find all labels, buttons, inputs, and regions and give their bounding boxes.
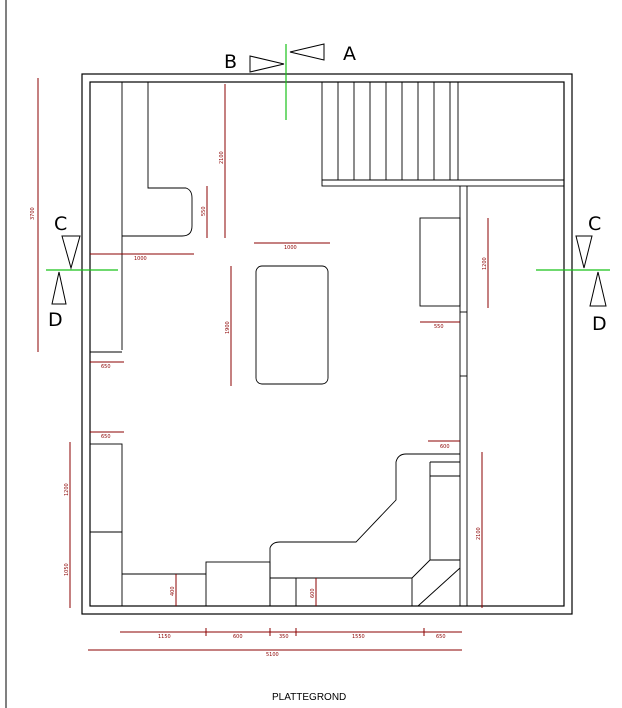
plan-title: PLATTEGROND — [272, 692, 346, 703]
section-label-c-left: C — [54, 213, 67, 235]
dim-left-counter-depth-b: 650 — [101, 434, 111, 440]
dimension-lines — [37, 78, 489, 651]
dim-counter-depth: 1000 — [134, 256, 147, 262]
dim-island-width: 1000 — [284, 245, 297, 251]
section-label-a: A — [343, 43, 356, 65]
section-line-cd-left — [46, 235, 118, 305]
dim-left-lower-a: 1200 — [64, 483, 70, 496]
dim-island-length: 1900 — [225, 321, 231, 334]
corner-counter — [269, 453, 461, 607]
dim-left-lower-b: 1050 — [64, 563, 70, 576]
section-label-b: B — [224, 51, 237, 73]
left-lower-counter — [89, 443, 271, 607]
inner-wall — [89, 81, 565, 607]
dim-upper-height: 2100 — [219, 151, 225, 164]
outer-wall — [81, 73, 573, 615]
dim-bottom-seg5: 650 — [436, 634, 446, 640]
dim-bottom-total: 5100 — [266, 652, 279, 658]
dim-left-top: 3700 — [30, 207, 36, 220]
dim-bottom-seg2: 600 — [233, 634, 243, 640]
staircase — [321, 81, 565, 187]
dim-base-mid: 600 — [310, 588, 316, 598]
section-label-d-right: D — [592, 313, 607, 335]
dim-base-left: 400 — [170, 586, 176, 596]
kitchen-island — [255, 265, 329, 385]
left-upper-counter — [90, 82, 193, 353]
dim-left-counter-depth-a: 650 — [101, 364, 111, 370]
section-line-ab — [249, 43, 325, 120]
section-label-c-right: C — [588, 213, 601, 235]
dim-right-counter: 1200 — [482, 257, 488, 270]
right-partition — [419, 186, 468, 606]
dim-right-gap: 600 — [440, 444, 450, 450]
dim-right-lower: 2100 — [476, 527, 482, 540]
dim-right-depth: 550 — [434, 324, 444, 330]
dim-notch: 550 — [201, 206, 207, 216]
section-label-d-left: D — [48, 309, 63, 331]
dim-bottom-seg1: 1150 — [158, 634, 171, 640]
dim-bottom-seg3: 350 — [279, 634, 289, 640]
dim-bottom-seg4: 1550 — [352, 634, 365, 640]
section-line-cd-right — [536, 235, 610, 307]
